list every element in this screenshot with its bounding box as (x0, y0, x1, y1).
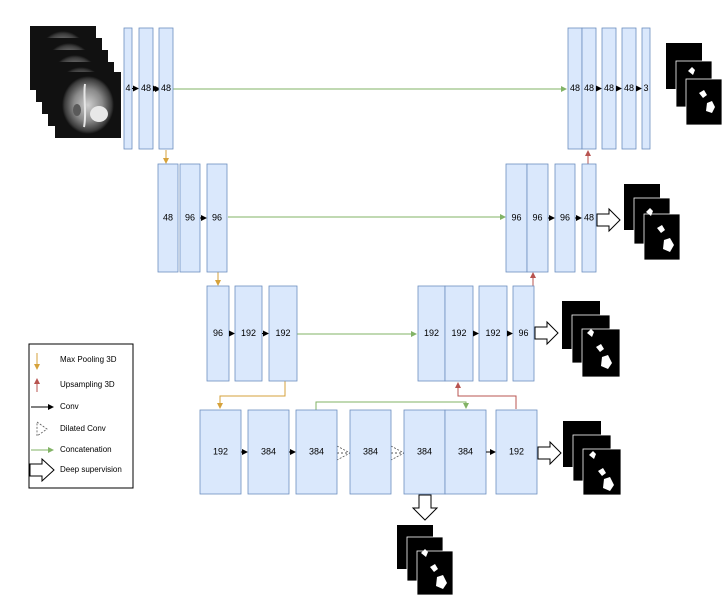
block-channel-label: 48 (570, 83, 580, 93)
conv-block (641, 27, 651, 150)
block-channel-label: 192 (213, 446, 228, 456)
legend-label-maxpool: Max Pooling 3D (60, 355, 117, 364)
conv-block (199, 409, 242, 495)
block-channel-label: 192 (424, 328, 439, 338)
legend-label-concat: Concatenation (60, 445, 112, 454)
block-channel-label: 48 (163, 212, 173, 222)
output-mask-bottleneck (563, 421, 622, 496)
conv-block (349, 409, 392, 495)
conv-block (478, 285, 508, 382)
legend-label-deepsup: Deep supervision (60, 465, 122, 474)
block-channel-label: 48 (624, 83, 634, 93)
conv-block (581, 163, 597, 273)
block-channel-label: 96 (560, 212, 570, 222)
block-channel-label: 48 (584, 83, 594, 93)
block-channel-label: 192 (509, 446, 524, 456)
block-channel-label: 96 (532, 212, 542, 222)
blocks: 4 48 48 48 48 48 48 3 48 96 96 96 96 96 48 96 192 192 192 1… (123, 27, 651, 495)
conv-block (157, 163, 179, 273)
legend-label-conv: Conv (60, 402, 79, 411)
block-channel-label: 96 (213, 328, 223, 338)
block-channel-label: 96 (518, 328, 528, 338)
block-channel-label: 384 (261, 446, 276, 456)
conv-block (417, 285, 446, 382)
output-mask-bottom (397, 525, 454, 596)
block-channel-label: 384 (458, 446, 473, 456)
block-channel-label: 96 (511, 212, 521, 222)
output-mask-level2 (624, 184, 681, 261)
input-mri-stack (30, 26, 121, 138)
conv-block (403, 409, 446, 495)
conv-block (158, 27, 174, 150)
block-channel-label: 384 (363, 446, 378, 456)
block-channel-label: 192 (485, 328, 500, 338)
connections (146, 86, 591, 461)
output-mask-level3 (562, 301, 621, 378)
block-channel-label: 48 (141, 83, 151, 93)
block-channel-label: 96 (212, 212, 222, 222)
legend-label-upsample: Upsampling 3D (60, 380, 115, 389)
conv-block (206, 163, 228, 273)
block-channel-label: 48 (604, 83, 614, 93)
conv-block (268, 285, 298, 382)
output-mask-top (666, 43, 722, 126)
block-channel-label: 192 (241, 328, 256, 338)
block-channel-label: 384 (309, 446, 324, 456)
deep-supervision-arrows (411, 207, 621, 521)
conv-block (247, 409, 290, 495)
block-channel-label: 4 (125, 83, 130, 93)
conv-block (512, 285, 535, 382)
block-channel-label: 192 (451, 328, 466, 338)
block-channel-label: 192 (275, 328, 290, 338)
conv-block (295, 409, 338, 495)
conv-block (495, 409, 538, 495)
block-channel-label: 48 (161, 83, 171, 93)
block-channel-label: 384 (417, 446, 432, 456)
block-channel-label: 3 (643, 83, 648, 93)
block-channel-label: 48 (584, 212, 594, 222)
legend-label-dilated: Dilated Conv (60, 424, 106, 433)
block-channel-label: 96 (185, 212, 195, 222)
conv-block (444, 285, 474, 382)
conv-block (444, 409, 487, 495)
